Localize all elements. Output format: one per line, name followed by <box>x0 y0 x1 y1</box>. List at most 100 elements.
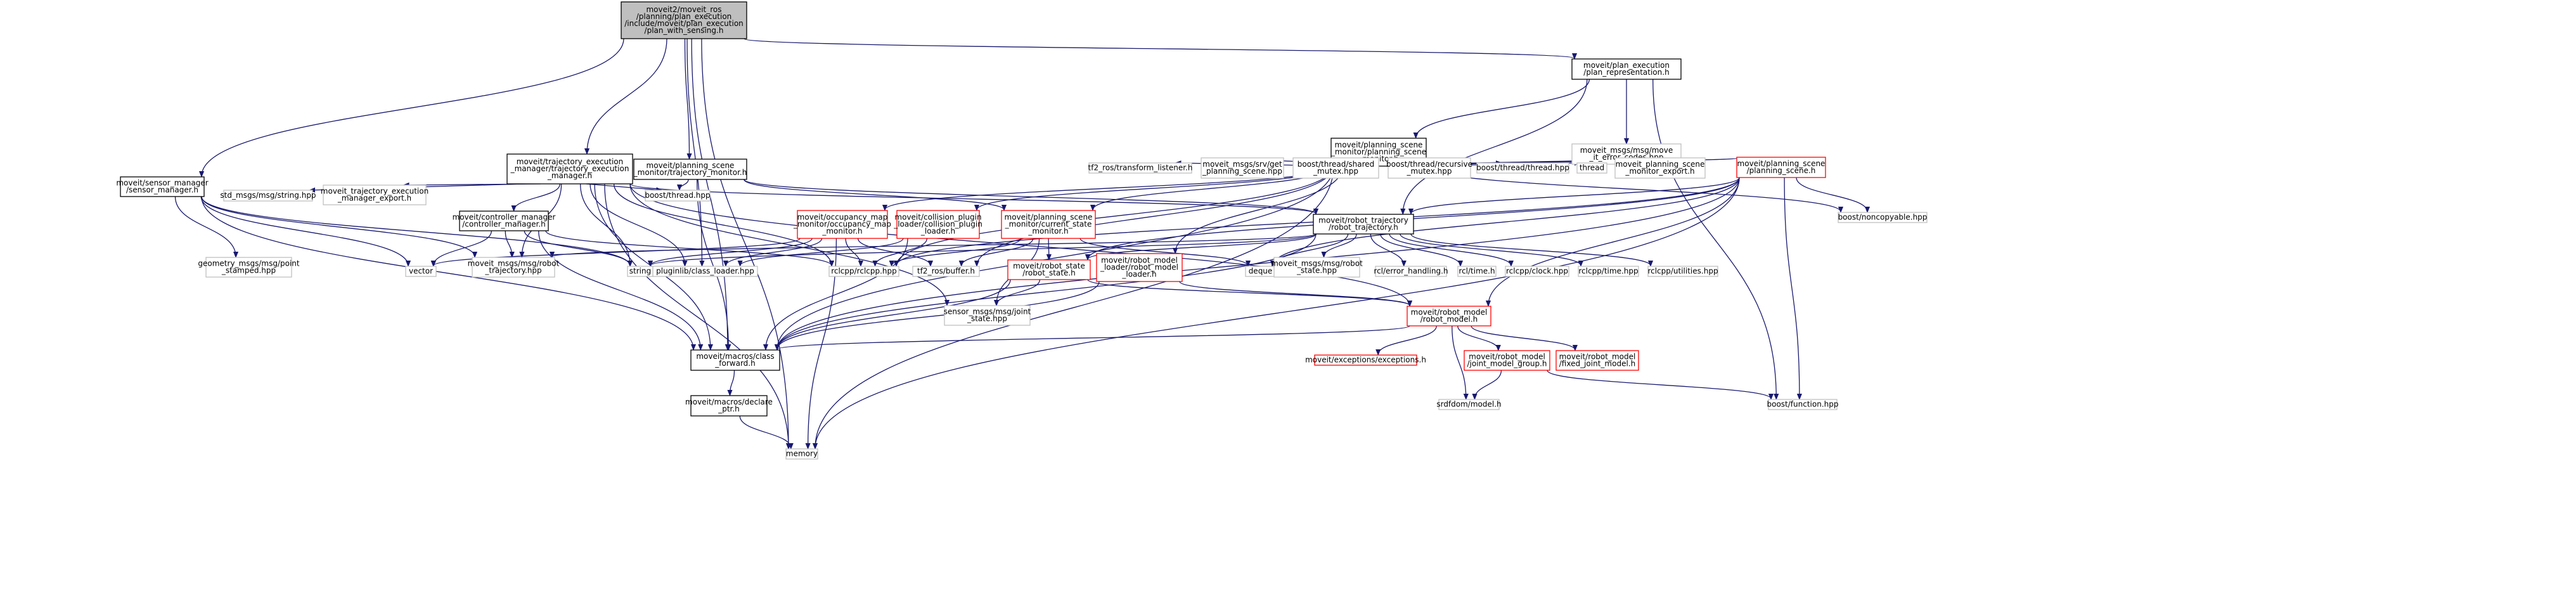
node-box <box>1768 399 1838 410</box>
node-label-line: sensor_msgs/msg/joint <box>944 307 1031 316</box>
edge-psm_traj-to-robot_traj <box>744 179 1316 214</box>
node-label-line: /planning/plan_execution <box>636 12 732 21</box>
node-label-line: moveit/occupancy_map <box>797 213 888 222</box>
node-tf2_buffer: tf2_ros/buffer.h <box>912 266 980 277</box>
node-box <box>1555 350 1639 371</box>
node-label-line: /sensor_manager.h <box>126 186 198 195</box>
edge-rm_loader-to-class_fwd <box>777 281 1100 349</box>
node-label-line: rclcpp/time.hpp <box>1578 267 1638 276</box>
node-label-line: rclcpp/utilities.hpp <box>1647 267 1718 276</box>
node-ctrl_mgr[interactable]: moveit/controller_manager/controller_man… <box>453 210 556 231</box>
node-psm_export: moveit_planning_scene_monitor_export.h <box>1614 157 1706 179</box>
edge-robot_state-to-class_fwd <box>777 279 1011 349</box>
node-label-line: rcl/error_handling.h <box>1374 267 1448 276</box>
edge-tem-to-pluginlib <box>589 183 685 266</box>
node-noncopyable: boost/noncopyable.hpp <box>1838 212 1928 223</box>
node-exceptions[interactable]: moveit/exceptions/exceptions.h <box>1305 354 1426 366</box>
node-rcl_err: rcl/error_handling.h <box>1374 266 1448 277</box>
node-box <box>459 210 549 231</box>
node-label-line: vector <box>409 267 433 276</box>
edge-sensor_mgr-to-vector <box>200 196 408 266</box>
edge-robot_traj-to-rclcpp_util <box>1410 233 1651 266</box>
node-rec_mutex: boost/thread/recursive_mutex.hpp <box>1386 157 1472 179</box>
node-label-line: /robot_state.h <box>1022 269 1076 278</box>
node-label-line: /robot_model.h <box>1420 315 1478 324</box>
node-label-line: moveit/robot_trajectory <box>1318 216 1408 225</box>
node-label-line: _loader.h <box>920 227 955 236</box>
node-robot_state[interactable]: moveit/robot_state/robot_state.h <box>1007 259 1091 280</box>
edge-robot_model-to-exceptions <box>1378 325 1437 354</box>
edge-psm_traj-to-class_fwd <box>697 179 729 349</box>
node-label-line: rclcpp/rclcpp.hpp <box>831 267 897 276</box>
node-sensor_mgr[interactable]: moveit/sensor_manager/sensor_manager.h <box>116 176 209 197</box>
node-robot_model[interactable]: moveit/robot_model/robot_model.h <box>1407 306 1491 327</box>
node-label-line: moveit_msgs/srv/get <box>1202 160 1282 169</box>
edge-occ_map-to-vector <box>434 238 801 266</box>
edge-ctrl_mgr-to-vector <box>434 230 492 266</box>
node-occ_map[interactable]: moveit/occupancy_map_monitor/occupancy_m… <box>793 210 891 239</box>
node-box <box>1736 157 1826 178</box>
node-label-line: moveit/planning_scene <box>647 161 735 170</box>
edge-tem-to-boost_thread <box>586 183 662 190</box>
edge-root-to-plan_rep <box>744 38 1575 58</box>
node-label-line: moveit_msgs/msg/robot <box>1271 259 1363 268</box>
edge-occ_map-to-rclcpp <box>845 238 861 266</box>
edge-robot_model-to-srdfdom <box>1452 325 1466 399</box>
node-box <box>1476 162 1569 174</box>
node-label-line: _manager/trajectory_execution <box>510 164 629 173</box>
node-class_fwd[interactable]: moveit/macros/class_forward.h <box>690 349 780 371</box>
node-root[interactable]: moveit2/moveit_ros/planning/plan_executi… <box>621 1 747 39</box>
node-label-line: _monitor/planning_scene <box>1330 148 1426 157</box>
edge-ctrl_mgr-to-msg_robot_traj <box>505 230 512 257</box>
edge-tem-to-ctrl_mgr <box>514 183 561 210</box>
node-label-line: _mutex.hpp <box>1407 167 1452 176</box>
node-box <box>1388 157 1471 179</box>
edge-ctrl_mgr-to-rclcpp <box>545 230 832 266</box>
node-vector: vector <box>405 266 437 277</box>
edge-robot_traj-to-class_fwd <box>777 233 1317 349</box>
edge-ps_h-to-memory <box>815 177 1740 448</box>
node-label-line: srdfdom/model.h <box>1436 400 1501 409</box>
node-csm[interactable]: moveit/planning_scene_monitor/current_st… <box>1001 210 1096 239</box>
edge-robot_traj-to-msg_robot_state <box>1324 233 1357 257</box>
node-box <box>1007 259 1091 280</box>
node-rm_loader[interactable]: moveit/robot_model_loader/robot_model_lo… <box>1096 253 1183 282</box>
node-label-line: /fixed_joint_model.h <box>1559 359 1635 368</box>
node-ps_h[interactable]: moveit/planning_scene/planning_scene.h <box>1736 157 1826 178</box>
node-label-line: moveit/planning_scene <box>1005 213 1093 222</box>
node-std_string: std_msgs/msg/string.hpp <box>220 190 316 202</box>
node-label-line: moveit/robot_model <box>1101 256 1178 265</box>
node-tem[interactable]: moveit/trajectory_execution_manager/traj… <box>506 153 633 184</box>
edge-robot_traj-to-msg_robot_traj <box>552 233 1317 257</box>
node-box <box>912 266 980 277</box>
edge-robot_state-to-sensor_joint <box>996 279 1041 305</box>
edge-psm-to-rclcpp <box>896 165 1334 266</box>
node-plan_rep[interactable]: moveit/plan_execution/plan_representatio… <box>1571 58 1682 80</box>
edge-ps_h-to-boost_function <box>1784 177 1800 399</box>
node-label-line: _loader/collision_plugin <box>893 220 982 229</box>
node-rclcpp_util: rclcpp/utilities.hpp <box>1647 266 1718 277</box>
node-thread: thread <box>1576 162 1607 174</box>
node-robot_traj[interactable]: moveit/robot_trajectory/robot_trajectory… <box>1313 214 1414 235</box>
node-box <box>1273 257 1360 278</box>
edge-ps_h-to-noncopyable <box>1796 177 1867 212</box>
node-label-line: boost/function.hpp <box>1767 400 1839 409</box>
edge-jmg-to-boost_function <box>1547 370 1771 399</box>
node-fixed_jm[interactable]: moveit/robot_model/fixed_joint_model.h <box>1555 350 1639 371</box>
node-label-line: moveit/controller_manager <box>453 213 556 222</box>
node-rclcpp: rclcpp/rclcpp.hpp <box>828 266 899 277</box>
edge-robot_traj-to-rcl_err <box>1370 233 1404 266</box>
edge-tem-to-string <box>580 183 630 266</box>
node-label-line: moveit/sensor_manager <box>116 179 208 188</box>
node-label-line: moveit2/moveit_ros <box>646 5 721 14</box>
node-psm_traj[interactable]: moveit/planning_scene_monitor/trajectory… <box>633 159 747 180</box>
edge-ctrl_mgr-to-class_fwd <box>538 230 701 349</box>
node-coll_plugin[interactable]: moveit/collision_plugin_loader/collision… <box>893 210 982 239</box>
node-declare_ptr[interactable]: moveit/macros/declare_ptr.h <box>685 395 773 417</box>
node-label-line: string <box>629 267 651 276</box>
node-layer: moveit2/moveit_ros/planning/plan_executi… <box>116 1 1928 460</box>
node-label-line: moveit/planning_scene <box>1737 159 1826 168</box>
node-jmg[interactable]: moveit/robot_model/joint_model_group.h <box>1464 350 1550 371</box>
node-label-line: geometry_msgs/msg/point <box>198 259 300 268</box>
